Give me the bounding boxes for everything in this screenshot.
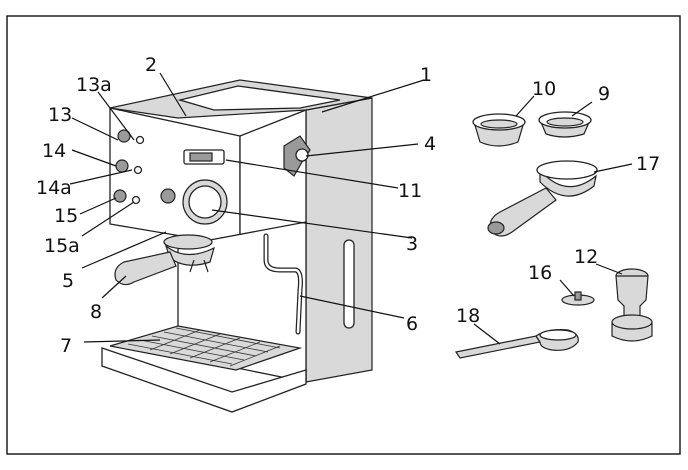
control-panel xyxy=(109,107,241,247)
figure-frame xyxy=(6,15,681,455)
label-4: 4 xyxy=(424,133,436,155)
top-tray xyxy=(177,85,341,111)
tamper-12 xyxy=(611,268,653,342)
label-7: 7 xyxy=(60,335,72,357)
drip-grid xyxy=(127,327,281,367)
label-11: 11 xyxy=(398,180,422,202)
base xyxy=(101,347,307,413)
label-14a: 14a xyxy=(36,177,72,199)
label-18: 18 xyxy=(456,305,480,327)
filter-basket-9 xyxy=(538,111,592,138)
label-8: 8 xyxy=(90,301,102,323)
side-panel xyxy=(305,97,373,383)
label-13a: 13a xyxy=(76,74,112,96)
manometer-face xyxy=(188,185,222,219)
label-15a: 15a xyxy=(44,235,80,257)
label-13: 13 xyxy=(48,104,72,126)
group-head xyxy=(163,234,213,250)
side-slot xyxy=(343,239,355,329)
filter-basket-10 xyxy=(472,113,526,147)
label-9: 9 xyxy=(598,83,610,105)
display-screen xyxy=(189,152,213,162)
label-10: 10 xyxy=(532,78,556,100)
label-5: 5 xyxy=(62,270,74,292)
label-6: 6 xyxy=(406,313,418,335)
espresso-machine xyxy=(101,79,373,413)
blind-filter-16 xyxy=(561,291,595,306)
portafilter-17 xyxy=(487,160,598,237)
label-1: 1 xyxy=(420,64,432,86)
callout-labels: 1 2 3 4 5 6 7 8 9 10 11 12 13 13a 14 14a… xyxy=(36,54,660,357)
label-17: 17 xyxy=(636,153,660,175)
leader-lines xyxy=(69,72,633,345)
label-14: 14 xyxy=(42,140,66,162)
controls xyxy=(113,129,145,205)
logo-badge xyxy=(160,188,176,204)
label-3: 3 xyxy=(406,233,418,255)
label-15: 15 xyxy=(54,205,78,227)
label-16: 16 xyxy=(528,262,552,284)
label-2: 2 xyxy=(145,54,157,76)
label-12: 12 xyxy=(574,246,598,268)
portafilter-basket xyxy=(164,244,215,266)
spouts xyxy=(189,259,209,273)
portafilter-handle xyxy=(114,251,177,286)
measuring-spoon-18 xyxy=(455,329,579,359)
